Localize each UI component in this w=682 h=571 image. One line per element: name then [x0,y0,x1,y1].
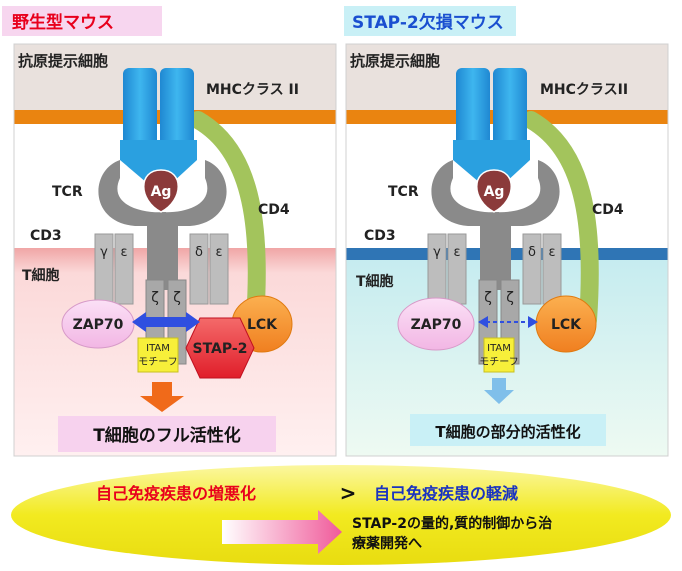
right-zeta2-symbol: ζ [506,290,514,306]
right-result-box [410,414,606,446]
right-epsilon-symbol: ε [453,245,460,260]
left-epsilon-symbol: ε [120,245,127,260]
left-delta-symbol: δ [195,245,203,260]
left-zap70-label: ZAP70 [73,317,124,333]
left-itam-line2: モチーフ [138,356,177,368]
left-stap2 [185,317,255,379]
left-ag-label: Ag [151,184,172,200]
right-tcr-label: TCR [388,184,419,200]
left-gamma-symbol: γ [100,245,108,260]
right-ag-label: Ag [484,184,505,200]
left-panel: 野生型マウス 抗原提示細胞 MHCクラス II Ag TCR CD4 CD3 T… [2,6,337,457]
left-result-box [58,416,276,452]
left-cd3-delta [189,233,209,305]
right-mhc-alpha [456,68,490,160]
right-mhc-label: MHCクラスII [540,82,628,98]
left-cd3-epsilon2 [209,233,229,305]
left-zeta2-symbol: ζ [173,290,181,306]
summary-right-text: 自己免疫疾患の軽減 [374,484,518,503]
right-apc-label: 抗原提示細胞 [350,52,440,70]
right-zap70-label: ZAP70 [411,317,462,333]
right-down-arrow [484,378,514,404]
left-mhc-groove [120,140,197,194]
left-cd3-epsilon [114,233,134,305]
left-tcr-label: TCR [52,184,83,200]
left-title: 野生型マウス [12,12,114,33]
right-title-box [344,6,516,36]
right-tcr-alpha [431,160,499,290]
left-result-text: T細胞のフル活性化 [93,425,241,446]
right-lck-label: LCK [551,317,582,333]
summary-arrow [222,510,342,554]
right-itam [483,337,515,373]
left-title-box [2,6,162,36]
right-cd3-label: CD3 [364,228,396,244]
right-mhc-beta [493,68,527,160]
left-itam-line1: ITAM [146,343,170,354]
left-epsilon2-symbol: ε [215,245,222,260]
left-lck-label: LCK [247,317,278,333]
summary-ellipse [11,465,671,565]
right-epsilon2-symbol: ε [548,245,555,260]
left-cd4-label: CD4 [258,202,290,218]
left-cd4-molecule [189,111,266,329]
left-zeta1-symbol: ζ [151,290,159,306]
left-strong-interaction-arrow [132,312,200,332]
left-mhc-beta [160,68,194,160]
left-mhc-alpha [123,68,157,160]
left-zap70 [61,299,135,349]
left-tcr-beta [160,160,227,290]
left-antigen [143,169,179,213]
right-zeta1-symbol: ζ [484,290,492,306]
right-antigen [476,169,512,213]
left-apc-label: 抗原提示細胞 [18,52,108,70]
right-result-text: T細胞の部分的活性化 [435,423,580,441]
right-delta-symbol: δ [528,245,536,260]
left-tcr-alpha [98,160,166,290]
right-itam-line2: モチーフ [479,356,518,368]
summary-left-text: 自己免疫疾患の増悪化 [96,484,256,503]
left-cd3-label: CD3 [30,228,62,244]
bottom-summary: 自己免疫疾患の増悪化 > 自己免疫疾患の軽減 STAP-2の量的,質的制御から治… [11,465,671,565]
right-tcell-label: T細胞 [356,273,394,290]
right-gamma-symbol: γ [433,245,441,260]
right-lck [535,295,597,353]
summary-comparator: > [340,481,357,505]
right-itam-line1: ITAM [487,343,511,354]
left-stap2-label: STAP-2 [193,341,248,357]
left-itam [137,337,179,373]
right-mhc-groove [453,140,530,194]
right-cd3-delta [522,233,542,305]
left-down-arrow [140,382,184,412]
right-tcr-beta [493,160,560,290]
summary-conclusion-line2: 療薬開発へ [352,535,422,552]
right-weak-interaction-arrow [478,316,538,328]
right-title: STAP-2欠損マウス [352,12,504,33]
left-tcell-label: T細胞 [22,267,60,284]
right-cd4-molecule [522,111,599,329]
right-zap70 [397,297,475,351]
right-cd4-label: CD4 [592,202,624,218]
summary-conclusion-line1: STAP-2の量的,質的制御から治 [352,515,552,532]
left-mhc-label: MHCクラス II [206,82,299,98]
right-panel: STAP-2欠損マウス 抗原提示細胞 MHCクラスII Ag TCR CD4 C… [344,6,669,457]
